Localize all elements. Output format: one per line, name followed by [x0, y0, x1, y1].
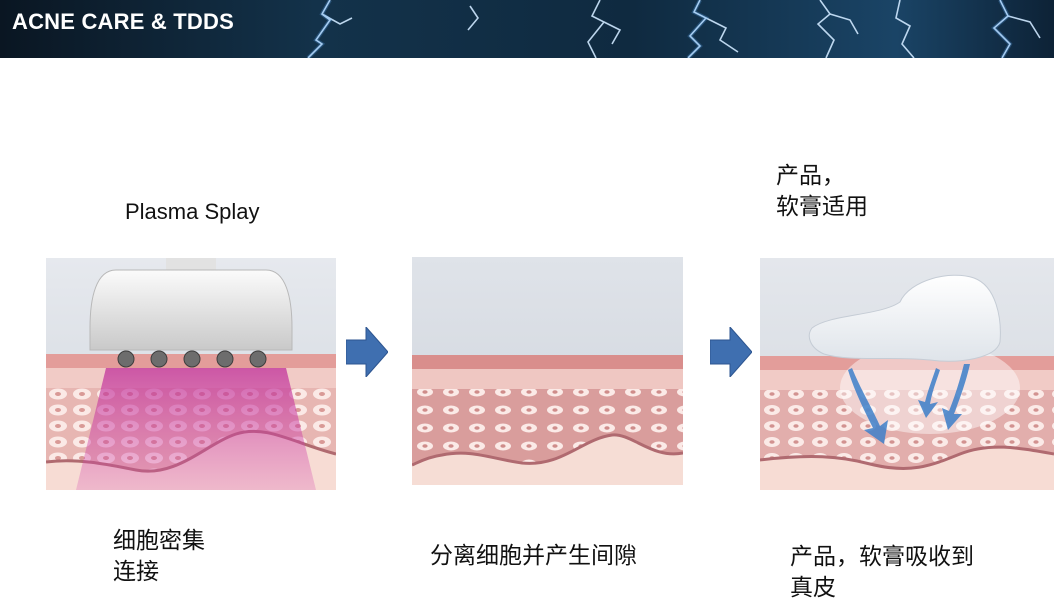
lightning-decoration: [306, 0, 1041, 58]
step3-top-label-line2: 软膏适用: [776, 194, 868, 220]
step3-bottom-label-line2: 真皮: [790, 575, 836, 601]
step3-bottom-label-line1: 产品，软膏吸收到: [790, 544, 974, 570]
cream-absorption-illustration: [760, 258, 1054, 490]
header-banner: ACNE CARE & TDDS: [0, 0, 1054, 58]
step1-bottom-label-line1: 细胞密集: [113, 528, 205, 554]
step2-bottom-label: 分离细胞并产生间隙: [430, 543, 637, 569]
header-title: ACNE CARE & TDDS: [12, 9, 234, 34]
right-arrow-icon: [346, 327, 388, 377]
separated-skin-cells-illustration: [412, 257, 683, 485]
step1-bottom-label-line2: 连接: [113, 559, 159, 585]
step1-top-label: Plasma Splay: [125, 199, 260, 224]
step3-top-label-line1: 产品，: [776, 163, 845, 189]
plasma-device-skin-illustration: [46, 258, 336, 490]
right-arrow-icon: [710, 327, 752, 377]
